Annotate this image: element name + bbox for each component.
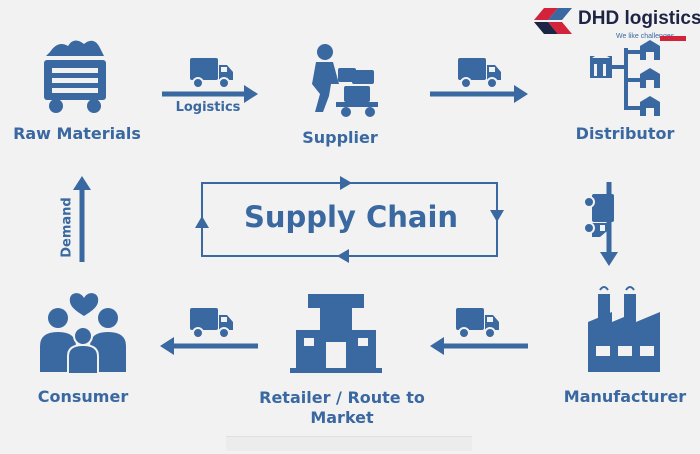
family-heart-icon: [40, 293, 126, 375]
distributor-label: Distributor: [575, 124, 675, 143]
truck-icon: [189, 307, 234, 339]
truck-icon: [455, 307, 500, 339]
arrow-consumer-to-raw: [73, 176, 91, 262]
raw-materials-label: Raw Materials: [13, 124, 141, 143]
arrow-retailer-to-consumer: [160, 307, 258, 355]
cycle-arrow-top: [340, 176, 352, 190]
supplier-label: Supplier: [302, 128, 378, 147]
logistics-edge-label: Logistics: [175, 100, 241, 115]
cycle-arrow-bottom: [337, 249, 349, 263]
factory-icon: [588, 286, 660, 372]
warehouse-network-icon: [590, 40, 660, 116]
store-icon: [290, 294, 382, 373]
truck-icon: [457, 57, 502, 89]
logo-mark-icon: [534, 8, 572, 34]
worker-with-cart-icon: [312, 44, 378, 117]
truck-icon: [189, 57, 234, 89]
consumer-label: Consumer: [37, 387, 129, 406]
cycle-arrow-left: [195, 216, 209, 228]
manufacturer-label: Manufacturer: [563, 387, 687, 406]
brand-stripe: [660, 36, 686, 41]
brand-logo: DHD logistics We like challenges: [532, 6, 700, 48]
supply-chain-cycle: [195, 176, 504, 263]
bottom-strip: [226, 436, 472, 451]
retailer-label: Retailer / Route to Market: [259, 388, 425, 427]
arrow-supplier-to-distributor: [430, 57, 528, 103]
brand-name: DHD logistics: [578, 8, 700, 29]
arrow-raw-to-supplier: [162, 57, 258, 103]
cycle-arrow-right: [490, 210, 504, 222]
arrow-manufacturer-to-retailer: [430, 307, 528, 355]
demand-edge-label: Demand: [59, 197, 75, 258]
mine-cart-icon: [44, 40, 106, 113]
diagram-title: Supply Chain: [243, 200, 459, 234]
brand-tagline: We like challenges: [616, 33, 675, 40]
arrow-distributor-to-manufacturer: [583, 182, 618, 266]
